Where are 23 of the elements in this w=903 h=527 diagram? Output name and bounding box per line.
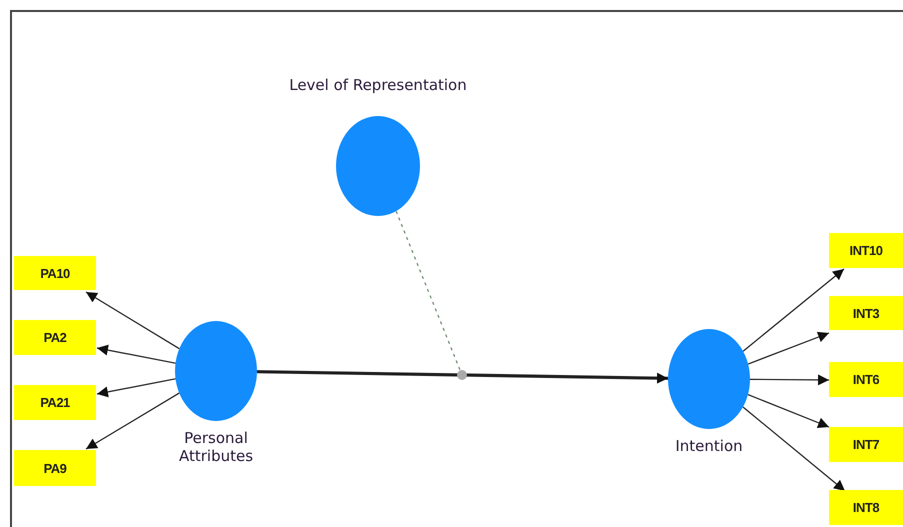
indicator-box: INT10 [829,233,903,268]
indicator-box: PA21 [14,385,96,420]
indicator-box: INT3 [829,296,903,330]
construct-label: Level of Representation [288,76,468,94]
arrow [748,332,830,365]
indicator-box: INT7 [829,427,903,462]
indicator-box: PA9 [14,450,96,486]
arrow [256,370,668,384]
indicator-box: INT6 [829,362,903,397]
arrow [742,406,846,492]
dotted-line [396,210,467,380]
arrow [86,291,180,350]
arrow [96,378,176,398]
construct-label: Personal Attributes [178,429,254,465]
construct-label: Intention [674,437,744,455]
arrow [748,394,830,428]
indicator-box: PA10 [14,256,96,290]
arrow [86,392,180,450]
arrow [750,374,829,386]
arrow [96,344,176,364]
indicator-box: INT8 [829,490,903,525]
arrow [742,268,844,352]
indicator-box: PA2 [14,320,96,355]
